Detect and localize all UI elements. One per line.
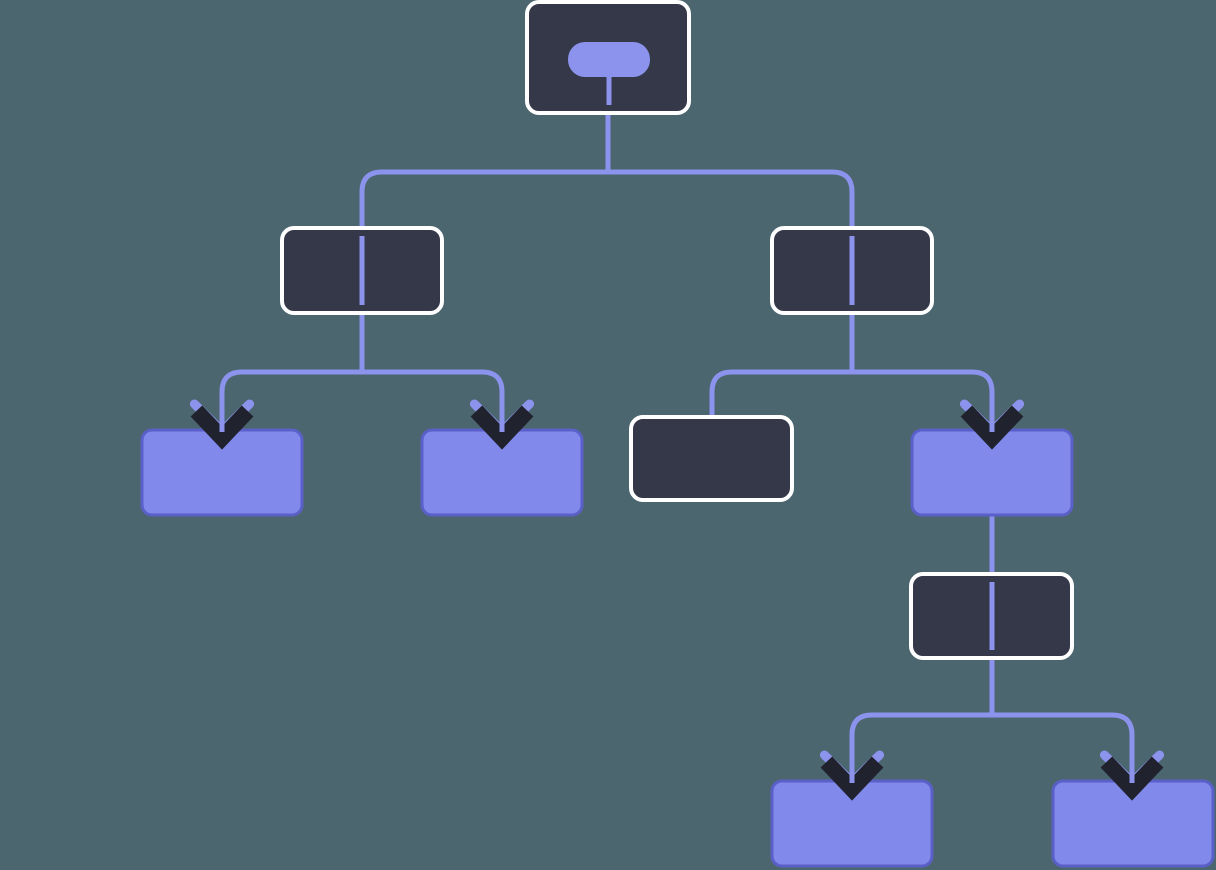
arrow-marker-leaf-l5a [819,747,885,801]
arrow-marker-leaf-a-chevron-down-icon [190,405,254,450]
node-level3-dark-shape[interactable] [629,415,794,502]
node-root[interactable] [525,0,691,115]
node-root-pill-icon [568,42,650,77]
arrow-marker-leaf-l5a-chevron-down-icon [820,756,884,801]
arrow-marker-leaf-b [469,396,535,450]
arrow-marker-leaf-l5b-chevron-down-icon [1100,756,1164,801]
node-layer [140,0,1215,868]
line-through-layer [359,236,995,650]
arrow-marker-leaf-b-chevron-down-icon [470,405,534,450]
node-level3-dark[interactable] [629,415,794,502]
arrow-marker-leaf-d [959,396,1025,450]
arrow-marker-leaf-d-chevron-down-icon [960,405,1024,450]
arrow-marker-leaf-a [189,396,255,450]
arrow-marker-leaf-l5b [1099,747,1165,801]
arrow-marker-layer [189,396,1165,801]
